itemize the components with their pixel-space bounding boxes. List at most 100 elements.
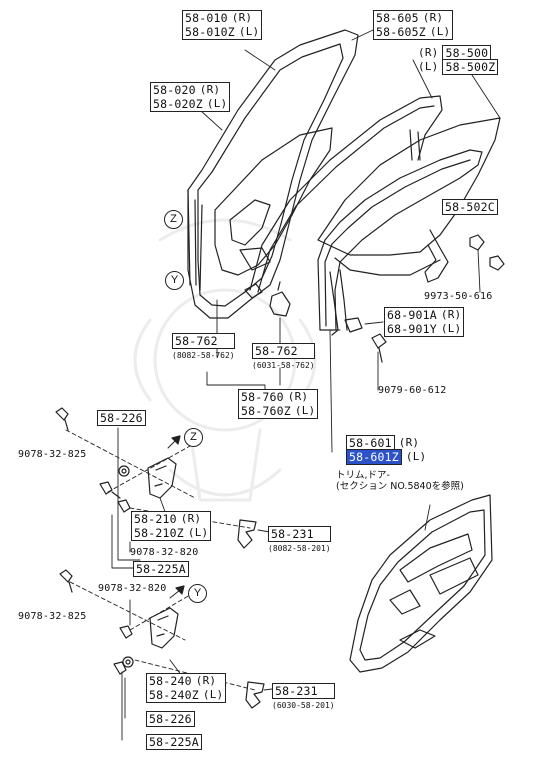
part-number-l: 68-901Y (387, 322, 437, 336)
part-68-901[interactable]: 68-901A(R) 68-901Y(L) (384, 307, 465, 337)
side-l: (L) (440, 322, 462, 335)
side-l: (L) (405, 450, 427, 463)
door-weatherstrip (317, 149, 483, 331)
part-58-226b[interactable]: 58-226 (146, 711, 195, 727)
trim-leader (424, 504, 431, 531)
side-l: (L) (429, 25, 451, 38)
part-9973-50-616[interactable]: 9973-50-616 (424, 291, 493, 302)
side-l: (L) (238, 25, 260, 38)
bolt-lower-a (117, 499, 131, 513)
part-9078-32-820a[interactable]: 9078-32-820 (130, 547, 199, 558)
part-58-605[interactable]: 58-605(R) 58-605Z(L) (373, 10, 454, 40)
washer-upper (118, 465, 130, 477)
part-number: 58-231 (268, 526, 331, 542)
part-58-210[interactable]: 58-210(R) 58-210Z(L) (131, 511, 212, 541)
glass-channel (424, 229, 449, 283)
y-arrowhead (175, 585, 185, 595)
part-number-r: 58-210 (134, 512, 177, 526)
marker-y-top: Y (165, 271, 184, 290)
part-58-240[interactable]: 58-240(R) 58-240Z(L) (146, 673, 227, 703)
checker-231a (237, 519, 257, 549)
part-number: 58-762 (252, 343, 315, 359)
part-number-l: 58-020Z (153, 97, 203, 111)
y-arrow (169, 589, 181, 599)
bolt-9078-820a (99, 481, 121, 499)
part-58-225a-lower[interactable]: 58-225A (146, 734, 202, 750)
part-9078-32-825a[interactable]: 9078-32-825 (18, 449, 87, 460)
clip-762a (244, 283, 263, 299)
side-r: (R) (422, 11, 444, 24)
part-number: 58-762 (172, 333, 235, 349)
trim-note-line1: トリム,ドア- (336, 470, 390, 481)
part-number-l: 58-010Z (185, 25, 235, 39)
door-trim-panel (349, 494, 493, 673)
leader-lines-top (199, 29, 501, 453)
bolt-9078-825b (59, 569, 73, 593)
part-ref: (6031-58-762) (252, 361, 315, 370)
side-r: (R) (418, 46, 439, 59)
lower-hinge (149, 607, 179, 649)
door-frame-outer (187, 29, 359, 319)
washer-lower (122, 656, 134, 668)
marker-z-top: Z (164, 210, 183, 229)
glass-run-channel (249, 95, 443, 293)
part-number-r: 58-601 (346, 435, 395, 451)
trim-reference-note: トリム,ドア- (セクション NO.5840を参照) (336, 470, 464, 492)
part-number-l-highlighted: 58-601Z (346, 449, 402, 465)
part-58-502c[interactable]: 58-502C (442, 199, 498, 215)
side-r: (R) (180, 512, 202, 525)
bolt-9078-825a (55, 407, 69, 431)
part-number-r: 58-010 (185, 11, 228, 25)
part-number-r: 58-760 (241, 390, 284, 404)
part-number-l: 58-210Z (134, 526, 184, 540)
glass-clip (469, 234, 505, 271)
part-58-231b[interactable]: 58-231 (6030-58-201) (272, 683, 335, 713)
part-58-020[interactable]: 58-020(R) 58-020Z(L) (150, 82, 231, 112)
trim-pocket (399, 533, 473, 583)
door-frame-inner (197, 43, 344, 307)
part-9078-32-825b[interactable]: 9078-32-825 (18, 611, 87, 622)
part-number-l: 58-605Z (376, 25, 426, 39)
side-r: (R) (440, 308, 462, 321)
part-58-226a[interactable]: 58-226 (97, 410, 146, 426)
side-l: (L) (202, 688, 224, 701)
part-number-l: 58-240Z (149, 688, 199, 702)
trim-note-line2: (セクション NO.5840を参照) (336, 481, 464, 492)
part-58-010[interactable]: 58-010(R) 58-010Z(L) (182, 10, 263, 40)
side-l: (L) (294, 404, 316, 417)
part-number-r: 58-020 (153, 83, 196, 97)
door-weatherstrip-inner (324, 159, 471, 327)
checker-231b (245, 681, 265, 709)
watermark-emblem (133, 218, 317, 502)
part-58-760[interactable]: 58-760(R) 58-760Z(L) (238, 389, 319, 419)
part-number-r: 58-500 (442, 45, 492, 61)
door-inner-detail (229, 199, 271, 271)
side-r: (R) (231, 11, 253, 24)
marker-y-hinge: Y (188, 584, 207, 603)
side-l: (L) (206, 97, 228, 110)
part-58-500[interactable]: (R)58-500 (L)58-500Z (418, 45, 499, 75)
door-glass-lower (334, 257, 441, 276)
hinge-bracket (344, 317, 363, 333)
part-58-231a[interactable]: 58-231 (8082-58-201) (268, 526, 331, 556)
trim-armrest (389, 557, 479, 649)
part-number-r: 58-605 (376, 11, 419, 25)
side-r: (R) (195, 674, 217, 687)
part-58-762b[interactable]: 58-762 (6031-58-762) (252, 343, 315, 373)
side-l: (L) (187, 526, 209, 539)
lower-weatherstrip (329, 269, 348, 336)
part-58-225a-upper[interactable]: 58-225A (133, 561, 189, 577)
side-r: (R) (287, 390, 309, 403)
part-number-l: 58-500Z (442, 59, 499, 75)
part-58-762a[interactable]: 58-762 (8082-58-762) (172, 333, 235, 363)
door-hinge-edge (187, 189, 203, 291)
side-r: (R) (398, 436, 420, 449)
door-glass (317, 117, 501, 256)
part-58-601[interactable]: 58-601(R) 58-601Z(L) (346, 435, 427, 465)
part-ref: (8082-58-201) (268, 544, 331, 553)
door-trim-inner (359, 509, 486, 661)
z-arrowhead (171, 435, 181, 445)
part-9078-32-820b[interactable]: 9078-32-820 (98, 583, 167, 594)
part-9079-60-612[interactable]: 9079-60-612 (378, 385, 447, 396)
